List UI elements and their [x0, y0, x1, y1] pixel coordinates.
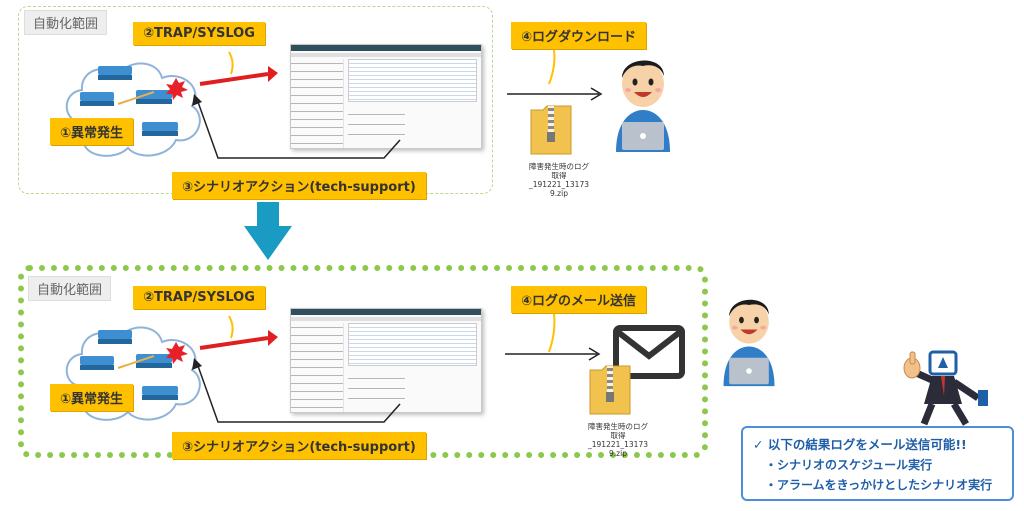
mail-arrow-icon: [505, 347, 601, 361]
step2-trap-syslog-tag: ②TRAP/SYSLOG: [133, 22, 265, 45]
info-item: ・シナリオのスケジュール実行: [765, 458, 933, 472]
zip-folder-icon: 障害発生時のログ取得 _191221_13173 9.zip: [529, 102, 589, 198]
step3-scenario-action-tag: ③シナリオアクション(tech-support): [172, 432, 426, 459]
envelope-icon: [613, 325, 685, 379]
alert-burst-icon: [166, 342, 188, 364]
callout-line: [228, 315, 234, 339]
callout-line: [548, 313, 556, 353]
red-arrow-icon: [199, 66, 278, 86]
callout-line: [548, 49, 556, 85]
scope-label-top: 自動化範囲: [24, 10, 108, 35]
network-cloud-icon: [65, 62, 201, 157]
step2-trap-syslog-tag: ②TRAP/SYSLOG: [133, 286, 265, 309]
step4-log-mail-tag: ④ログのメール送信: [511, 286, 647, 313]
thumbs-up-mascot-icon: [903, 350, 988, 426]
zip-filename: 障害発生時のログ取得 _191221_13173 9.zip: [529, 162, 589, 198]
person-with-laptop-icon: [723, 299, 775, 387]
step3-scenario-action-tag: ③シナリオアクション(tech-support): [172, 172, 426, 199]
management-console-screenshot-bottom: [290, 308, 482, 413]
callout-line: [228, 51, 234, 75]
step4-log-download-tag: ④ログダウンロード: [511, 22, 647, 49]
down-arrow-icon: [244, 202, 292, 260]
scope-label-bottom: 自動化範囲: [28, 276, 112, 301]
info-item: ・アラームをきっかけとしたシナリオ実行: [765, 478, 993, 492]
red-arrow-icon: [199, 330, 278, 350]
feedback-arrow-icon: [192, 358, 401, 423]
network-cloud-icon: [65, 326, 201, 421]
person-with-laptop-icon: [616, 60, 670, 152]
feature-info-box: ✓ 以下の結果ログをメール送信可能!! ・シナリオのスケジュール実行 ・アラーム…: [741, 426, 1014, 501]
zip-folder-icon: 障害発生時のログ取得 _191221_13173 9.zip: [588, 362, 648, 458]
feedback-arrow-icon: [192, 94, 401, 159]
step1-anomaly-tag: ①異常発生: [50, 384, 134, 411]
info-title: ✓ 以下の結果ログをメール送信可能!!: [753, 437, 967, 452]
management-console-screenshot-top: [290, 44, 482, 149]
zip-filename: 障害発生時のログ取得 _191221_13173 9.zip: [588, 422, 648, 458]
step1-anomaly-tag: ①異常発生: [50, 118, 134, 145]
alert-burst-icon: [166, 78, 188, 100]
download-arrow-icon: [507, 87, 603, 101]
